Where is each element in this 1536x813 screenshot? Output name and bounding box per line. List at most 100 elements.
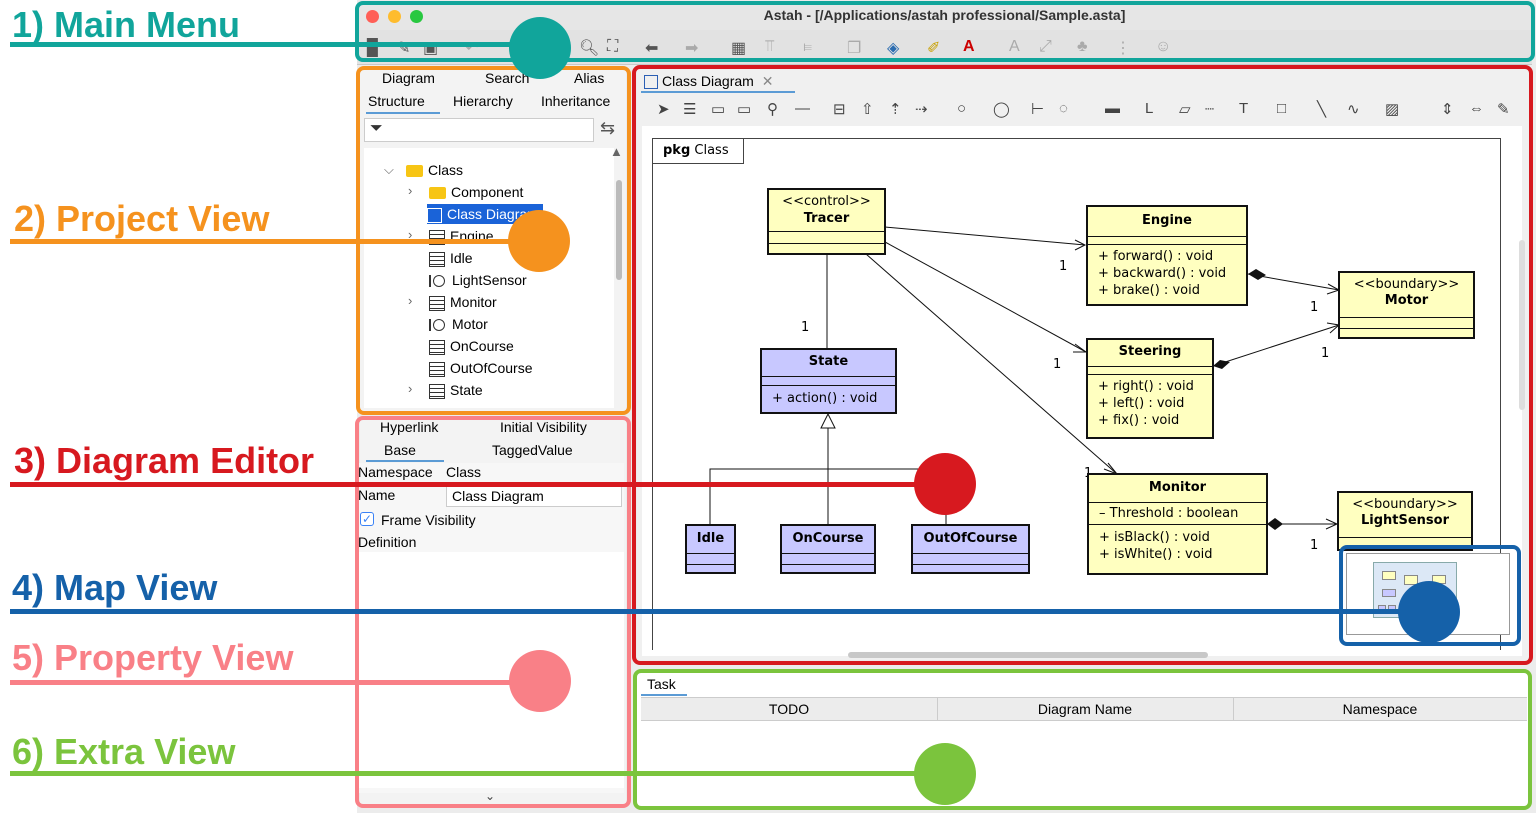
- association-class-icon[interactable]: ⊟: [833, 101, 846, 118]
- filter-icon[interactable]: ⏷: [370, 120, 383, 137]
- dependency-icon[interactable]: ⇢: [915, 101, 928, 118]
- frame-visibility-checkbox[interactable]: ✓: [360, 512, 374, 526]
- tree-layout-icon[interactable]: ♣: [1077, 38, 1088, 55]
- tab-diagram[interactable]: Diagram: [382, 70, 435, 86]
- anchor-tool-icon[interactable]: L: [1145, 100, 1154, 117]
- tab-search[interactable]: Search: [485, 70, 530, 86]
- chevron-right-icon[interactable]: ›: [408, 293, 413, 308]
- package-tool-icon[interactable]: ▭: [711, 101, 726, 118]
- tree-scrollbar[interactable]: [616, 180, 622, 280]
- fit-window-icon[interactable]: ⛶: [607, 38, 619, 55]
- tab-initial-visibility[interactable]: Initial Visibility: [500, 419, 587, 435]
- forward-icon[interactable]: ➡: [685, 40, 699, 57]
- vertical-scrollbar[interactable]: [1519, 240, 1525, 410]
- note-pin-icon[interactable]: ⚲: [767, 101, 778, 118]
- subsystem-tool-icon[interactable]: ▭: [737, 101, 752, 118]
- rectangle-tool-icon[interactable]: □: [1277, 100, 1287, 117]
- scroll-down-icon[interactable]: ⌄: [485, 789, 496, 803]
- realization-icon[interactable]: ⇡: [889, 101, 902, 118]
- close-tab-icon[interactable]: ✕: [761, 73, 774, 89]
- tab-base[interactable]: Base: [384, 442, 416, 458]
- freehand-tool-icon[interactable]: ∿: [1347, 101, 1360, 118]
- zoom-icon[interactable]: 🔍︎: [579, 40, 600, 57]
- class-motor[interactable]: <<boundary>>Motor: [1338, 271, 1475, 339]
- align-left-icon[interactable]: ⫢: [803, 38, 813, 55]
- horizontal-space-icon[interactable]: ⇔: [1469, 100, 1484, 117]
- pin-icon[interactable]: ✎: [1497, 101, 1510, 118]
- tree-item-motor[interactable]: Motor: [429, 314, 488, 334]
- chevron-down-icon[interactable]: ⌵: [384, 162, 394, 177]
- vertical-space-icon[interactable]: ⇕: [1441, 101, 1454, 118]
- tab-hierarchy[interactable]: Hierarchy: [453, 93, 513, 109]
- class-outofcourse[interactable]: OutOfCourse: [911, 524, 1030, 574]
- chevron-right-icon[interactable]: ›: [408, 381, 413, 396]
- zoom-window-button[interactable]: [410, 10, 423, 23]
- layout-icon[interactable]: ▦: [731, 40, 747, 57]
- tab-task[interactable]: Task: [647, 676, 676, 692]
- tree-item-oncourse[interactable]: OnCourse: [429, 336, 514, 356]
- back-icon[interactable]: ⬅: [645, 40, 659, 57]
- entity-tool-icon[interactable]: ▬: [1105, 100, 1120, 117]
- distribute-icon[interactable]: ⋮: [1115, 40, 1131, 57]
- tree-item-state[interactable]: State: [429, 380, 483, 400]
- generalization-icon[interactable]: ⇧: [861, 101, 874, 118]
- tracer-steering-link[interactable]: [884, 241, 1087, 353]
- line-color-icon[interactable]: ✐: [927, 40, 941, 57]
- arrange-icon[interactable]: ❐: [847, 40, 862, 57]
- font-size-icon[interactable]: A: [1009, 38, 1020, 55]
- class-oncourse[interactable]: OnCourse: [780, 524, 876, 574]
- class-monitor[interactable]: Monitor – Threshold : boolean + isBlack(…: [1087, 473, 1268, 575]
- chevron-right-icon[interactable]: ›: [408, 183, 413, 198]
- association-tool-icon[interactable]: —: [795, 100, 810, 117]
- font-color-icon[interactable]: A: [963, 38, 975, 55]
- text-tool-icon[interactable]: T: [1239, 100, 1249, 117]
- column-todo[interactable]: TODO: [641, 698, 938, 720]
- definition-field[interactable]: [358, 552, 624, 788]
- image-tool-icon[interactable]: ▨: [1385, 101, 1400, 118]
- class-steering[interactable]: Steering + right() : void + left() : voi…: [1086, 338, 1214, 439]
- note-anchor-icon[interactable]: ┈: [1205, 101, 1215, 118]
- tree-item-idle[interactable]: Idle: [429, 248, 473, 268]
- tracer-monitor-link[interactable]: [865, 253, 1118, 475]
- fill-color-icon[interactable]: ◈: [887, 40, 900, 57]
- line-tool-icon[interactable]: ╲: [1317, 101, 1327, 118]
- swap-icon[interactable]: ⇆: [600, 118, 616, 138]
- interface-tool-icon[interactable]: ○: [957, 100, 967, 117]
- emoji-icon[interactable]: ☺: [1155, 38, 1172, 55]
- control-tool-icon[interactable]: ◌: [1059, 100, 1068, 117]
- tab-inheritance[interactable]: Inheritance: [541, 93, 611, 109]
- class-idle[interactable]: Idle: [685, 524, 736, 574]
- tracer-engine-link[interactable]: [884, 226, 1086, 246]
- horizontal-scrollbar[interactable]: [848, 652, 1208, 658]
- class-state[interactable]: State + action() : void: [760, 348, 897, 414]
- align-top-icon[interactable]: ⫪: [765, 38, 775, 55]
- folder-icon: [406, 165, 423, 178]
- minimize-window-button[interactable]: [388, 10, 401, 23]
- chevron-right-icon[interactable]: ›: [408, 227, 413, 242]
- tab-structure[interactable]: Structure: [368, 93, 425, 109]
- column-namespace[interactable]: Namespace: [1342, 701, 1418, 717]
- tree-item-component[interactable]: Component: [429, 182, 523, 202]
- note-tool-icon[interactable]: ▱: [1179, 101, 1191, 118]
- tab-hyperlink[interactable]: Hyperlink: [380, 419, 439, 435]
- column-diagram-name[interactable]: Diagram Name: [937, 698, 1234, 720]
- tab-taggedvalue[interactable]: TaggedValue: [492, 442, 573, 458]
- close-window-button[interactable]: [366, 10, 379, 23]
- class-tracer[interactable]: <<control>>Tracer: [767, 188, 886, 255]
- line-style-icon[interactable]: ⤢: [1039, 38, 1052, 55]
- tree-item-outofcourse[interactable]: OutOfCourse: [429, 358, 532, 378]
- tree-scroll-up-icon[interactable]: ▲: [610, 144, 623, 159]
- tree-item-lightsensor[interactable]: LightSensor: [429, 270, 527, 290]
- tree-item-class[interactable]: Class: [406, 160, 463, 180]
- tree-item-monitor[interactable]: Monitor: [429, 292, 497, 312]
- steering-motor-link[interactable]: [1212, 324, 1340, 367]
- interface-lollipop-icon[interactable]: ⊢: [1031, 101, 1045, 118]
- tree-item-class-diagram[interactable]: Class Diagram: [427, 204, 543, 224]
- tab-alias[interactable]: Alias: [574, 70, 605, 86]
- select-tool-icon[interactable]: ➤: [657, 101, 670, 118]
- boundary-tool-icon[interactable]: ◯: [993, 101, 1010, 118]
- class-engine[interactable]: Engine + forward() : void + backward() :…: [1086, 205, 1248, 306]
- tab-class-diagram[interactable]: Class Diagram ✕: [644, 71, 773, 93]
- class-lightsensor[interactable]: <<boundary>>LightSensor: [1337, 491, 1473, 551]
- class-tool-icon[interactable]: ☰: [683, 101, 697, 118]
